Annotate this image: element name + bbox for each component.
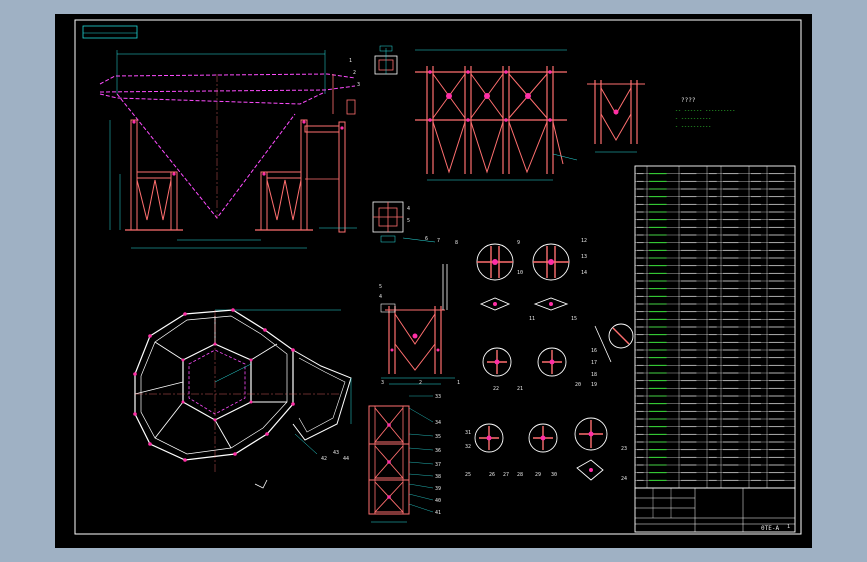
hopper-elevation: 1 2 3 xyxy=(99,50,360,249)
callout: 24 xyxy=(621,476,627,482)
callout: 21 xyxy=(517,386,523,392)
callout: 23 xyxy=(621,446,627,452)
callout: 40 xyxy=(435,498,441,504)
callout: 25 xyxy=(465,472,471,478)
note-line: -- ------ ---------- xyxy=(675,108,735,114)
truss-side-view xyxy=(587,80,645,153)
callout: 22 xyxy=(493,386,499,392)
callout: 6 xyxy=(425,236,428,242)
callout: 27 xyxy=(503,472,509,478)
plan-view: 42 43 44 xyxy=(133,308,352,489)
callout: 30 xyxy=(551,472,557,478)
callout: 44 xyxy=(343,456,349,462)
callout: 20 xyxy=(575,382,581,388)
callout: 31 xyxy=(465,430,471,436)
callout: 34 xyxy=(435,420,441,426)
callout: 38 xyxy=(435,474,441,480)
sheet-number: 1 xyxy=(787,524,790,530)
callout: 4 xyxy=(379,294,382,300)
callout: 19 xyxy=(591,382,597,388)
callout: 35 xyxy=(435,434,441,440)
callout: 43 xyxy=(333,450,339,456)
callout: 1 xyxy=(349,58,352,64)
callout: 5 xyxy=(407,218,410,224)
detail-labels-row2: 16 17 18 19 20 21 22 23 24 xyxy=(493,348,627,482)
callout: 4 xyxy=(407,206,410,212)
callout: 26 xyxy=(489,472,495,478)
callout: 12 xyxy=(581,238,587,244)
callout: 7 xyxy=(437,238,440,244)
callout: 16 xyxy=(591,348,597,354)
callout: 32 xyxy=(465,444,471,450)
detail-cross-section: 4 5 6 7 xyxy=(372,201,440,244)
callout: 3 xyxy=(357,82,360,88)
callout: 9 xyxy=(517,240,520,246)
callout: 37 xyxy=(435,462,441,468)
technical-notes: ???? -- ------ ---------- - ---------- -… xyxy=(675,97,735,130)
callout: 11 xyxy=(529,316,535,322)
callout: 15 xyxy=(571,316,577,322)
joint-details: 8 9 10 11 12 13 14 15 16 17 18 19 20 21 … xyxy=(455,238,634,482)
callout: 1 xyxy=(457,380,460,386)
notes-heading: ???? xyxy=(681,97,696,104)
side-frame-view: 5 4 3 2 1 xyxy=(379,264,460,386)
tower-section: 33 34 35 36 37 38 39 40 41 xyxy=(368,394,441,523)
sheet-border xyxy=(74,19,802,535)
parts-list-table xyxy=(634,165,796,489)
detail-labels-row3: 25 26 27 28 29 30 31 32 xyxy=(465,430,557,478)
callout: 29 xyxy=(535,472,541,478)
callout: 2 xyxy=(419,380,422,386)
callout: 14 xyxy=(581,270,587,276)
callout: 10 xyxy=(517,270,523,276)
callout: 18 xyxy=(591,372,597,378)
callout: 42 xyxy=(321,456,327,462)
title-block: 0TE-A 1 xyxy=(634,487,796,533)
truss-elevation xyxy=(415,49,578,181)
callout: 36 xyxy=(435,448,441,454)
note-line: - ---------- xyxy=(675,124,711,130)
north-arrow-icon xyxy=(254,479,268,489)
callout: 41 xyxy=(435,510,441,516)
drawing-number: 0TE-A xyxy=(761,525,779,532)
note-line: - ---------- xyxy=(675,116,711,122)
callout: 5 xyxy=(379,284,382,290)
callout: 17 xyxy=(591,360,597,366)
drawing-sheet: 1 2 3 xyxy=(55,14,812,548)
callout: 13 xyxy=(581,254,587,260)
callout: 33 xyxy=(435,394,441,400)
callout: 28 xyxy=(517,472,523,478)
detail-labels-row1: 8 9 10 11 12 13 14 15 xyxy=(455,238,587,322)
callout: 2 xyxy=(353,70,356,76)
elevation-callouts: 1 2 3 xyxy=(349,58,360,88)
cad-drawing: 1 2 3 xyxy=(74,19,802,535)
callout: 8 xyxy=(455,240,458,246)
callout: 3 xyxy=(381,380,384,386)
detail-box-top xyxy=(374,45,398,75)
callout: 39 xyxy=(435,486,441,492)
